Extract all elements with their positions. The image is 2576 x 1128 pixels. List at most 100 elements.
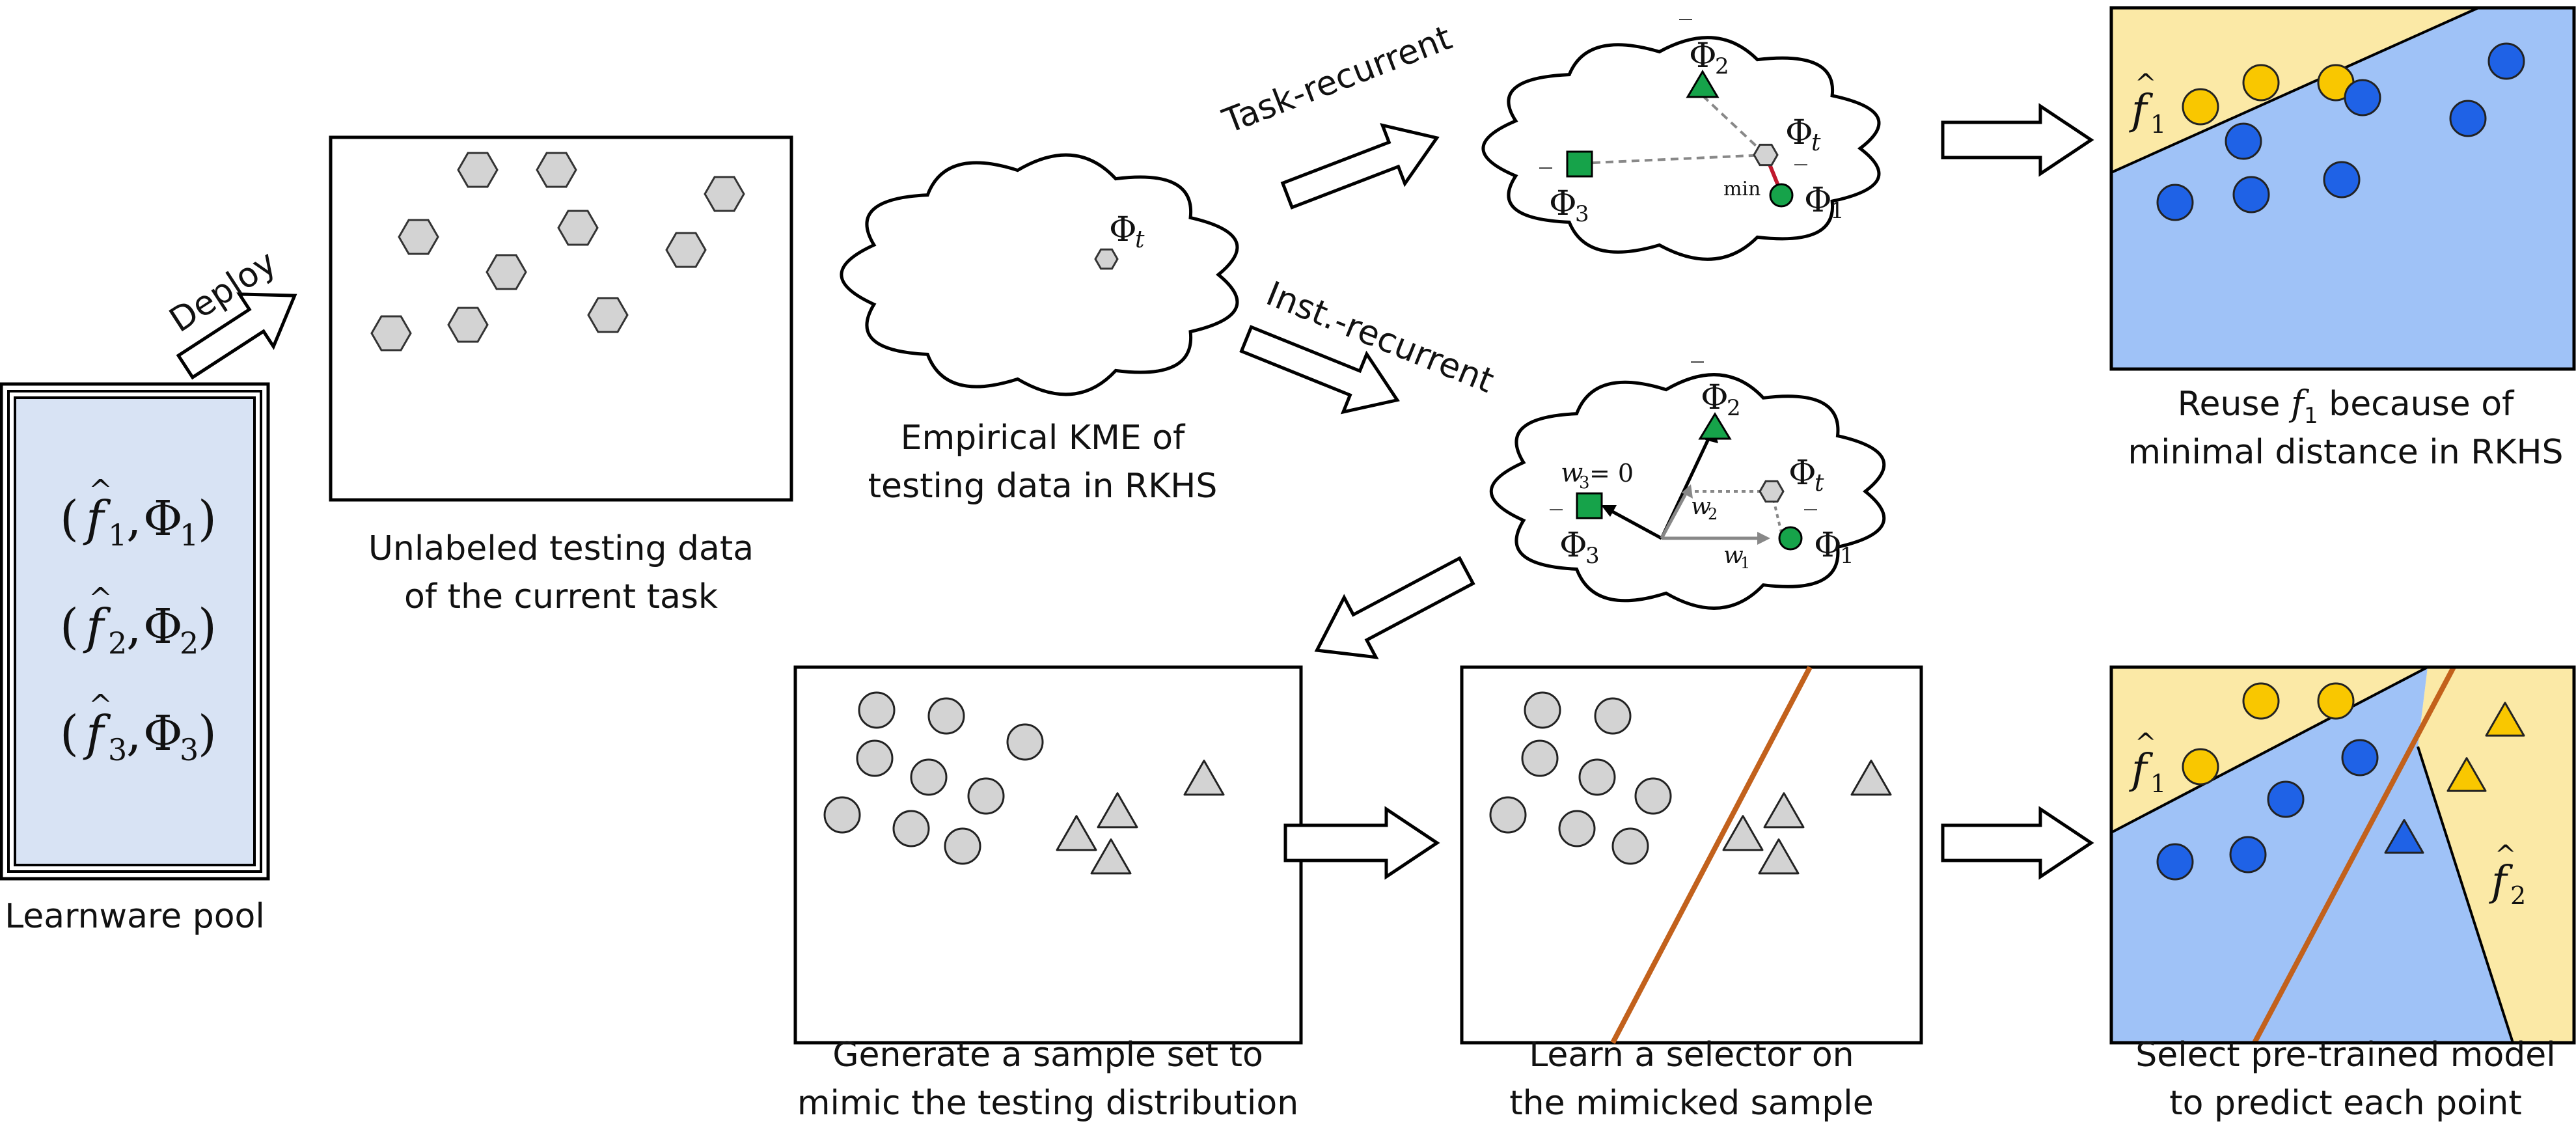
generated-circle-8 [892,810,930,847]
inst-phi3-label: Φ ‾ 3 [1550,506,1600,569]
inst-recurrent-cloud-panel: Φ ‾ 2 Φ t Φ ‾ 3 Φ ‾ 1 w 3 = 0 w 2 w 1 [1489,358,1886,610]
svg-text:Φ: Φ [1559,526,1587,565]
svg-text:‾: ‾ [1691,358,1704,388]
svg-text:= 0: = 0 [1589,459,1634,488]
select-yellow-point-2 [2317,682,2355,720]
unlabeled-hexagon-5 [557,210,599,246]
svg-text:Φ: Φ [1701,378,1729,417]
svg-text:1: 1 [1840,543,1854,569]
inst-phi3-square [1576,492,1603,519]
svg-text:Φ: Φ [143,599,183,655]
task-phi2-label: Φ ‾ 2 [1679,16,1729,79]
deploy-arrow: Deploy [163,243,297,380]
svg-text:Φ: Φ [1109,210,1137,249]
svg-text:‾: ‾ [1794,161,1807,191]
svg-text:^: ^ [2135,728,2157,758]
inst-dotted-v [1770,491,1783,533]
inst-phi2-triangle [1698,412,1732,440]
select-panel: f ^ 1 f ^ 2 Select pre-trained model to … [2109,665,2576,1123]
svg-text:‾: ‾ [1550,506,1563,536]
reuse-yellow-point-1 [2242,64,2280,102]
arrow-to-generate [1314,556,1475,659]
task-recurrent-cloud-panel: Φ ‾ 2 Φ t Φ ‾ 3 Φ ‾ 1 min [1481,16,1881,261]
generate-caption-line2: mimic the testing distribution [797,1084,1298,1123]
svg-text:‾: ‾ [1804,506,1817,536]
reuse-boundary [2111,7,2479,174]
reuse-blue-point-6 [2232,176,2270,213]
svg-text:t: t [1135,227,1145,253]
pool-entry-2: ( f ^ 2 , Φ 2 ) [60,582,217,661]
svg-text:1: 1 [2150,110,2166,139]
select-boundary-right [2417,746,2514,1043]
reuse-blue-point-2 [2344,79,2381,117]
w3-vector [1608,508,1663,540]
dist-phi2-phit [1701,94,1767,156]
inst-phit-hexagon-shape [1759,480,1785,503]
select-yellow-right [2418,667,2574,1043]
inst-phi1-circle [1778,526,1803,551]
svg-text:2: 2 [1715,53,1729,79]
svg-text:Φ: Φ [1788,454,1816,493]
w2-vector [1660,490,1689,540]
reuse-blue-point-1 [2487,42,2525,80]
svg-text:^: ^ [89,474,113,507]
select-boundary-top [2111,666,2428,834]
inst-phit-label: Φ t [1788,454,1824,497]
pool-frame-inner [14,396,256,866]
svg-text:2: 2 [180,626,199,661]
svg-text:): ) [198,491,217,547]
unlabeled-hexagon-10 [447,307,489,343]
task-recurrent-arrow [1280,122,1440,210]
generated-points [823,691,1225,875]
selector-boundary [1610,666,1813,1044]
reuse-blue-point-7 [2323,161,2361,199]
pool-entry-3: ( f ^ 3 , Φ 3 ) [60,689,217,767]
unlabeled-hexagon-3 [704,176,745,212]
reuse-caption-line2: minimal distance in RKHS [2128,433,2563,472]
unlabeled-hexagon-6 [665,232,707,268]
svg-text:1: 1 [1830,198,1844,224]
svg-text:w: w [1691,493,1711,520]
svg-text:Φ: Φ [1549,184,1577,223]
arrow-to-selector [1283,806,1440,880]
inst-recurrent-arrow-shape [1239,325,1400,415]
svg-text:t: t [1815,470,1824,497]
phit-hexagon [1753,143,1779,167]
generated-circle-9 [944,827,981,865]
svg-text:3: 3 [1585,543,1600,569]
select-caption-line2: to predict each point [2169,1084,2521,1123]
kme-cloud-shape [840,153,1239,396]
svg-text:3: 3 [108,732,127,767]
generated-circle-6 [967,777,1005,815]
selector-triangle-2 [1763,792,1805,829]
svg-text:3: 3 [1579,473,1590,493]
selector-points [1489,691,1892,875]
unlabeled-caption-line1: Unlabeled testing data [368,529,754,568]
selector-circle-6 [1489,796,1527,834]
unlabeled-hexagon-2 [536,152,577,188]
svg-text:(: ( [60,706,79,762]
w1-label: w 1 [1723,542,1750,572]
select-points [2156,682,2525,881]
unlabeled-hexagon-4 [398,219,439,255]
w3-label: w 3 = 0 [1561,458,1634,493]
svg-text:^: ^ [89,582,113,615]
arrow-to-select [1941,806,2094,880]
selector-circle-1 [1524,691,1561,729]
unlabeled-caption-line2: of the current task [404,577,718,616]
svg-text:2: 2 [2510,881,2526,910]
reuse-blue-point-4 [2225,122,2262,160]
svg-text:3: 3 [180,732,199,767]
arrow-to-generate-shape [1314,556,1475,659]
reuse-yellow-point-3 [2182,88,2219,126]
svg-text:1: 1 [2150,769,2166,798]
w2-label: w 2 [1691,493,1718,523]
arrow-to-select-shape [1941,806,2094,880]
reuse-blue-point-3 [2449,100,2487,137]
svg-text:^: ^ [89,689,113,722]
selector-circle-7 [1558,810,1596,847]
generated-circle-4 [856,739,894,777]
svg-text:‾: ‾ [1679,16,1692,46]
select-blue-point-4 [2229,836,2267,874]
